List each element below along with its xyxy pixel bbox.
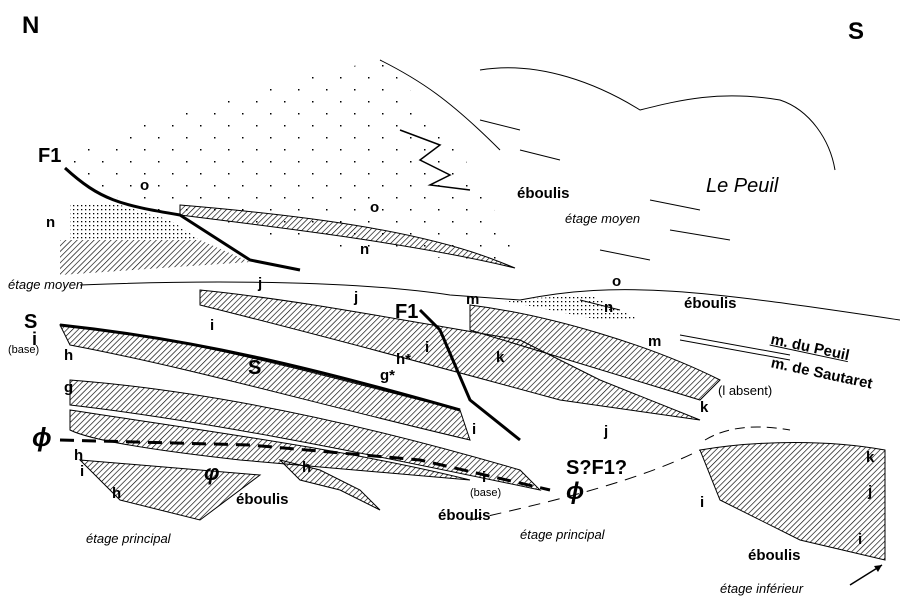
layer-i: i: [32, 329, 38, 349]
layer-m: m: [466, 291, 480, 308]
layer-k: k: [866, 449, 875, 466]
fault-f1-top: F1: [38, 145, 62, 167]
fault-s-f1-uncertain: S?F1?: [566, 457, 628, 479]
note-l-absent: (l absent): [718, 383, 773, 398]
fault-s-mid: S: [248, 357, 262, 379]
layer-j: j: [604, 423, 609, 440]
layer-j: j: [868, 483, 873, 500]
layer-h-star: h*: [396, 351, 411, 368]
fault-f1-mid: F1: [395, 301, 419, 323]
layer-j: j: [354, 289, 359, 306]
etage-moyen-right: étage moyen: [565, 211, 641, 226]
fault-phi-small: φ: [204, 460, 220, 485]
etage-principal-left: étage principal: [86, 531, 171, 546]
south-label: S: [848, 18, 865, 45]
eboulis-bottom-right: éboulis: [748, 547, 801, 564]
layer-k: k: [496, 349, 505, 366]
eboulis-right: éboulis: [684, 295, 737, 312]
layer-i: i: [210, 317, 215, 334]
layer-i: i: [858, 531, 863, 548]
layer-g-star: g*: [380, 367, 395, 384]
strata-band: [69, 379, 542, 491]
layer-i: i: [80, 463, 85, 480]
etage-inferieur: étage inférieur: [720, 581, 804, 596]
layer-i: i: [700, 494, 705, 511]
layer-g: g: [64, 379, 74, 396]
fault-phi-left: ϕ: [32, 422, 52, 452]
layer-i: i: [425, 339, 430, 356]
le-peuil-label: Le Peuil: [706, 175, 779, 197]
note-base-left: (base): [8, 344, 40, 356]
layer-o: o: [612, 273, 622, 290]
fault-phi-right: ϕ: [566, 478, 585, 505]
north-label: N: [22, 12, 40, 39]
note-base-mid: (base): [470, 487, 502, 499]
layer-j: j: [258, 275, 263, 292]
eboulis-bottom-mid: éboulis: [438, 507, 491, 524]
layer-n: n: [46, 214, 56, 231]
etage-principal-right: étage principal: [520, 527, 605, 542]
layer-h: h: [112, 485, 122, 502]
strata-band: [469, 304, 721, 401]
layer-i: i: [482, 469, 487, 486]
layer-o: o: [140, 177, 150, 194]
layer-h: h: [64, 347, 74, 364]
layer-n: n: [604, 299, 614, 316]
eboulis-bottom-left: éboulis: [236, 491, 289, 508]
etage-moyen-left: étage moyen: [8, 277, 84, 292]
layer-o: o: [370, 199, 380, 216]
fault-s-left: S: [24, 311, 38, 333]
layer-i: i: [472, 421, 477, 438]
layer-h: h: [74, 447, 84, 464]
eboulis-top: éboulis: [517, 185, 570, 202]
layer-n: n: [360, 241, 370, 258]
layer-h: h: [302, 459, 312, 476]
layer-m: m: [648, 333, 662, 350]
layer-k: k: [700, 399, 709, 416]
